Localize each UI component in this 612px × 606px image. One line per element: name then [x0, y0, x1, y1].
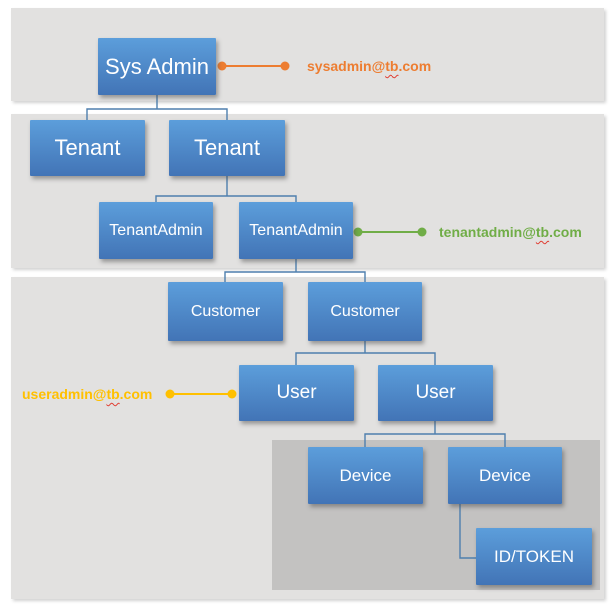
useradmin-email-misspelled-part: tb [106, 386, 120, 402]
node-tenant-left-label: Tenant [54, 135, 121, 160]
node-tenant-left: Tenant [30, 120, 145, 176]
hierarchy-connectors [86, 94, 506, 559]
useradmin-email-text: useradmin@tb.com [22, 385, 152, 403]
node-id-token-label: ID/TOKEN [494, 546, 574, 566]
node-user-left-label: User [276, 382, 317, 403]
sysadmin-email-suffix: .com [398, 58, 432, 74]
tenantadmin-callout-dot-left [353, 227, 363, 237]
sysadmin-callout-dot-right [280, 61, 290, 71]
sysadmin-email-misspelled-part: tb [385, 58, 399, 74]
tenantadmin-email-prefix: tenantadmin@ [439, 224, 536, 240]
node-tenant-admin-right-label: TenantAdmin [249, 221, 343, 239]
node-device-left: Device [308, 447, 423, 504]
useradmin-email-suffix: .com [119, 386, 153, 402]
node-user-left: User [239, 365, 354, 421]
node-device-right: Device [448, 447, 562, 504]
node-sys-admin-label: Sys Admin [105, 53, 209, 79]
connector-customer-to-users [295, 341, 436, 366]
node-sys-admin: Sys Admin [98, 38, 216, 95]
tenantadmin-email-suffix: .com [549, 224, 582, 240]
tenantadmin-email-callout [353, 227, 427, 237]
node-customer-left-label: Customer [190, 302, 261, 320]
node-tenant-admin-left: TenantAdmin [99, 202, 213, 259]
connector-device-to-idtoken [459, 504, 476, 559]
node-tenant-right: Tenant [169, 120, 285, 176]
node-tenant-admin-left-label: TenantAdmin [109, 221, 203, 239]
useradmin-callout-dot-left [165, 389, 175, 399]
connector-tenantadmin-to-customers [224, 259, 366, 283]
useradmin-email-prefix: useradmin@ [22, 386, 107, 402]
sysadmin-callout-dot-left [217, 61, 227, 71]
node-customer-right-label: Customer [330, 302, 400, 320]
connector-sysadmin-to-tenants [86, 94, 228, 121]
node-device-left-label: Device [339, 465, 392, 485]
sysadmin-email-callout [217, 61, 290, 71]
tenantadmin-callout-dot-right [417, 227, 427, 237]
sysadmin-email-prefix: sysadmin@ [307, 58, 386, 74]
node-customer-right: Customer [308, 282, 422, 341]
node-tenant-right-label: Tenant [193, 135, 261, 160]
sysadmin-email-text: sysadmin@tb.com [307, 57, 431, 75]
connector-user-to-devices [364, 421, 506, 448]
node-user-right: User [378, 365, 493, 421]
connector-tenant-to-tenantadmins [155, 176, 297, 203]
useradmin-email-callout [165, 389, 237, 399]
node-customer-left: Customer [168, 282, 283, 341]
node-user-right-label: User [415, 382, 456, 403]
node-id-token: ID/TOKEN [476, 528, 592, 585]
useradmin-callout-dot-right [227, 389, 237, 399]
tenantadmin-email-text: tenantadmin@tb.com [439, 223, 582, 241]
node-device-right-label: Device [479, 465, 531, 485]
tenantadmin-email-misspelled-part: tb [535, 224, 550, 240]
node-tenant-admin-right: TenantAdmin [239, 202, 353, 259]
